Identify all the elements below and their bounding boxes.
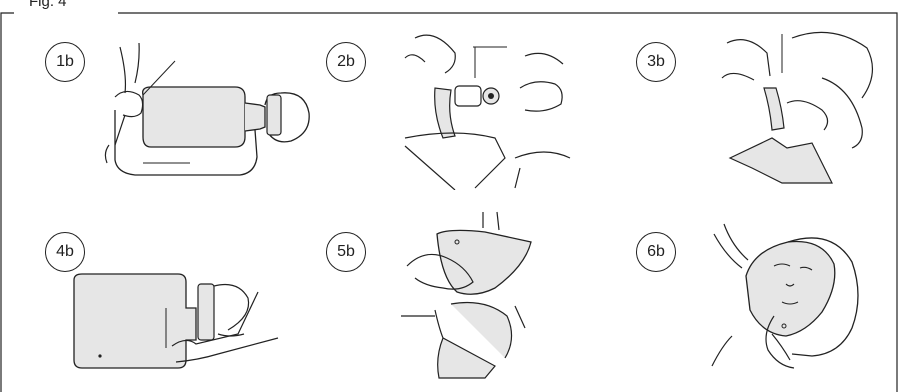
illustration-5b-attach-face [395,208,575,383]
illustration-3b-insert-lung [712,18,882,190]
step-badge-2b: 2b [326,42,366,82]
step-badge-4b: 4b [45,232,85,272]
step-badge-1b: 1b [45,42,85,82]
illustration-4b-close-chest [68,268,283,380]
illustration-2b-valve-assembly [395,18,575,190]
illustration-1b-torso-access [95,35,320,185]
illustration-6b-attach-head [702,216,877,376]
step-badge-5b: 5b [326,232,366,272]
figure-label: Fig. 4 [23,0,73,10]
step-badge-6b: 6b [636,232,676,272]
step-badge-3b: 3b [636,42,676,82]
